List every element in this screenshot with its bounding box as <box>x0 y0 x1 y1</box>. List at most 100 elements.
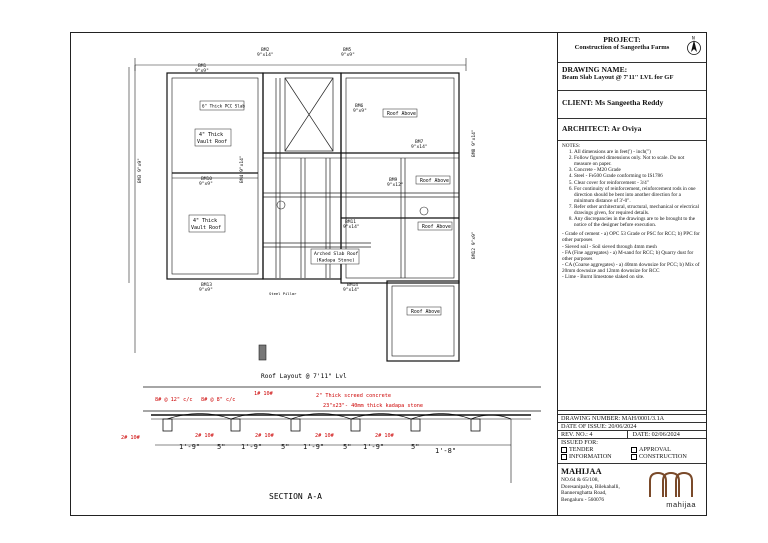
section-note-bottom-1: 2# 10# <box>195 433 215 439</box>
section-dim-2: 5" <box>217 443 225 451</box>
extra-note: - FA (Fine aggregates) - a) M-sand for R… <box>562 249 694 262</box>
section-note-r1: 8# @ 12" c/c <box>155 397 192 403</box>
roof-above-label-1: Roof Above <box>387 111 416 117</box>
roof-above-label-3: Roof Above <box>422 224 451 230</box>
section-note-r3: 1# 10# <box>254 391 274 397</box>
architect-block: ARCHITECT: Ar Oviya <box>558 119 706 141</box>
section-note-bottom-2: 2# 10# <box>255 433 275 439</box>
beam-size-bm1: 9"x9" <box>195 68 209 74</box>
beam-size-bm9: 9"x12" <box>387 182 404 188</box>
vault-roof-1-line1: 4" Thick <box>199 132 223 138</box>
drawing-number: DRAWING NUMBER: MAH/0001/3.1A <box>558 414 706 423</box>
section-note-r2: 8# @ 8" c/c <box>201 397 235 403</box>
issued-for-label: ISSUED FOR: <box>561 439 598 446</box>
extra-note: - CA (Coarse aggregates) - a) 40mm downs… <box>562 261 700 274</box>
notes-block: NOTES: All dimensions are in feet(') - i… <box>558 141 706 411</box>
beam-label-bm11: BM11 <box>345 219 356 225</box>
section-note-bottom-3: 2# 10# <box>315 433 335 439</box>
beam-size-bm7: 9"x14" <box>411 144 428 150</box>
drawing-area: BM1 9"x9" BM2 9"x14" BM5 9"x9" BM6 9"x9"… <box>71 33 558 515</box>
arched-slab-line1: Arched Slab Roof <box>314 251 358 257</box>
section-dim-1: 1'-9" <box>179 443 200 451</box>
beam-label-bm9: BM9 <box>389 177 398 183</box>
plan-caption: Roof Layout @ 7'11" Lvl <box>261 373 347 380</box>
note-item: Follow figured dimensions only. Not to s… <box>574 155 702 167</box>
beam-size-bm10: 9"x9" <box>199 181 213 187</box>
client-block: CLIENT: Ms Sangeetha Reddy <box>558 91 706 119</box>
title-block: PROJECT: Construction of Sangeetha Farms… <box>558 33 706 515</box>
section-note-bottom-4: 2# 10# <box>375 433 395 439</box>
vault-roof-2-line1: 4" Thick <box>193 218 217 224</box>
beam-size-bm2: 9"x14" <box>257 52 274 58</box>
section-dim-5: 1'-9" <box>303 443 324 451</box>
section-dim-3: 1'-9" <box>241 443 262 451</box>
mahijaa-logo-icon <box>649 471 693 497</box>
beam-label-bm13: BM13 <box>201 282 212 288</box>
beam-label-bm5: BM5 <box>343 47 352 53</box>
approval-label: APPROVAL <box>639 446 671 453</box>
beam-size-bm13: 9"x9" <box>199 287 213 293</box>
company-name: MAHIJAA <box>561 466 602 476</box>
note-item: Any discrepancies in the drawings are to… <box>574 216 702 228</box>
note-item: Concrete - M20 Grade <box>574 167 702 173</box>
beam-label-bm14: BM14 <box>347 282 358 288</box>
information-checkbox[interactable] <box>561 453 567 460</box>
roof-above-label-4: Roof Above <box>411 309 440 315</box>
section-title: SECTION A-A <box>269 492 322 501</box>
information-label: INFORMATION <box>569 453 612 460</box>
tender-checkbox[interactable] <box>561 446 567 453</box>
date-of-issue: DATE OF ISSUE: 20/06/2024 <box>558 423 706 431</box>
beam-label-bm10: BM10 <box>201 176 212 182</box>
beam-label-bm3: BM3 9"x9" <box>137 158 143 183</box>
section-dim-4: 5" <box>281 443 289 451</box>
beam-size-bm5: 9"x9" <box>341 52 355 58</box>
section-note-concrete: 2" Thick screed concrete <box>316 393 391 399</box>
beam-size-bm6: 9"x9" <box>353 108 367 114</box>
svg-text:N: N <box>692 36 695 42</box>
project-label: PROJECT: <box>603 35 641 44</box>
roof-plan: BM1 9"x9" BM2 9"x14" BM5 9"x9" BM6 9"x9"… <box>121 47 541 501</box>
vault-roof-1-line2: Vault Roof <box>197 139 227 145</box>
client-name: CLIENT: Ms Sangeetha Reddy <box>562 98 664 107</box>
logo-text: mahijaa <box>666 500 696 509</box>
section-dim-6: 5" <box>343 443 351 451</box>
section-dim-9: 1'-8" <box>435 447 456 455</box>
north-arrow-icon: N <box>687 36 701 55</box>
drawing-sheet: BM1 9"x9" BM2 9"x14" BM5 9"x9" BM6 9"x9"… <box>70 32 707 516</box>
rev-date: DATE: 02/06/2024 <box>632 431 680 438</box>
note-item: Steel - Fe500 Grade conforming to IS1786 <box>574 173 702 179</box>
section-note-left-bar: 2# 10# <box>121 435 141 441</box>
notes-heading: NOTES: <box>562 143 581 149</box>
approval-checkbox[interactable] <box>631 446 637 453</box>
extra-note: - Lime - Burnt limestone slaked on site. <box>562 273 645 280</box>
pcc-slab-label: 6" Thick PCC Slab <box>202 104 245 109</box>
company-block: MAHIJAA NO.64 & 65/108, Doresanipalya, B… <box>558 465 706 515</box>
construction-checkbox[interactable] <box>631 453 637 460</box>
drawing-name-label: DRAWING NAME: <box>562 65 628 74</box>
note-item: Refer other architectural, structural, m… <box>574 204 702 216</box>
section-dim-8: 5" <box>411 443 419 451</box>
revision-row: REV. NO.: 4 DATE: 02/06/2024 <box>558 431 706 439</box>
beam-label-bm8: BM8 9"x14" <box>471 129 477 157</box>
vault-roof-2-line2: Vault Roof <box>191 225 221 231</box>
section-dim-7: 1'-9" <box>363 443 384 451</box>
arched-slab-line2: (Kadapa Stone) <box>316 258 355 264</box>
project-block: PROJECT: Construction of Sangeetha Farms… <box>558 33 706 63</box>
extra-note: - Grade of cement - a) OPC 53 Grade or P… <box>562 231 700 244</box>
beam-label-bm6: BM6 <box>355 103 364 109</box>
beam-label-bm12: BM12 9"x9" <box>471 231 477 259</box>
issued-for-block: ISSUED FOR: TENDER APPROVAL INFORMATION … <box>558 439 706 464</box>
tender-label: TENDER <box>569 446 594 453</box>
architect-name: ARCHITECT: Ar Oviya <box>562 124 642 133</box>
roof-above-label-2: Roof Above <box>420 178 449 184</box>
note-item: Clear cover for reinforcement - 3/4" <box>574 180 702 186</box>
beam-label-bm4: BM4 9"x14" <box>239 155 245 183</box>
construction-label: CONSTRUCTION <box>639 453 687 460</box>
note-item: For continuity of reinforcement, reinfor… <box>574 186 702 204</box>
drawing-name-block: DRAWING NAME: Beam Slab Layout @ 7'11'' … <box>558 63 706 91</box>
extra-note: - Sieved soil - Soil sieved through 4mm … <box>562 243 657 250</box>
beam-label-bm1: BM1 <box>198 63 207 69</box>
beam-label-bm7: BM7 <box>415 139 424 145</box>
drawing-name: Beam Slab Layout @ 7'11'' LVL for GF <box>562 74 674 81</box>
project-name: Construction of Sangeetha Farms <box>574 44 670 51</box>
